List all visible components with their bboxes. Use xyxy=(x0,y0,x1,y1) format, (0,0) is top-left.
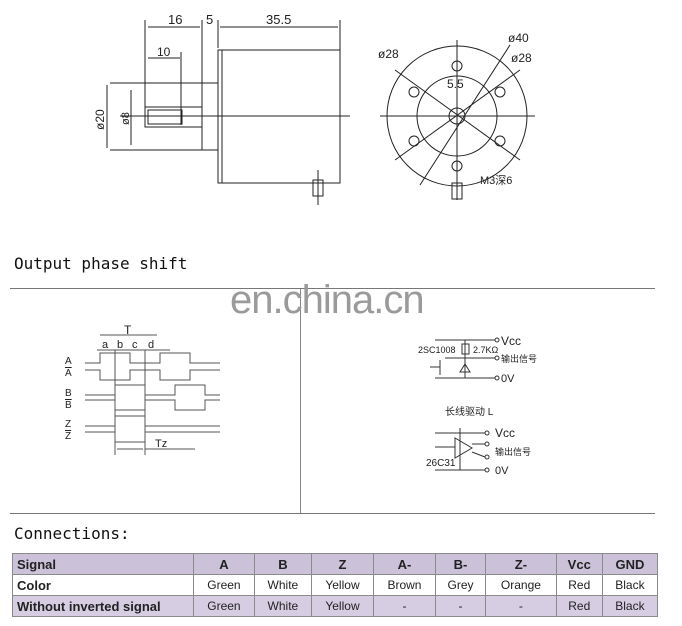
phase-waveform-diagram: T a b c d A A B B Z Z Tz xyxy=(65,323,220,455)
table-cell: Green xyxy=(193,595,255,617)
signal-z-label: Z xyxy=(65,419,71,430)
output-circuit-diagram: Vcc 2SC1008 2.7KΩ 输出信号 0V 长线驱动 L Vcc 输出信… xyxy=(418,334,537,477)
dim-d40-label: ø40 xyxy=(508,31,529,45)
table-cell: - xyxy=(434,595,487,617)
phase-a-label: a xyxy=(102,339,109,351)
signal-a-bar-label: A xyxy=(65,368,72,379)
dim-5-label: 5 xyxy=(206,12,213,27)
resistor-label: 2.7KΩ xyxy=(473,345,499,355)
output-signal-label-1: 输出信号 xyxy=(501,353,537,364)
front-view: ø28 ø40 ø28 5.5 M3深6 xyxy=(378,31,535,200)
table-cell: White xyxy=(253,595,312,617)
signal-b-label: B xyxy=(65,388,72,399)
output-signal-label-2: 输出信号 xyxy=(495,446,531,457)
dim-16-label: 16 xyxy=(168,12,182,27)
row-label: Without inverted signal xyxy=(12,595,194,617)
table-cell: Orange xyxy=(485,574,557,596)
header-cell: GND xyxy=(601,553,659,575)
line-driver-label: 长线驱动 L xyxy=(445,405,494,418)
transistor-label: 2SC1008 xyxy=(418,345,456,355)
header-cell: A xyxy=(193,553,255,575)
dim-d28-left-label: ø28 xyxy=(378,47,399,61)
phase-b-label: b xyxy=(117,339,123,351)
watermark: en.china.cn xyxy=(230,278,425,322)
output-phase-shift-heading: Output phase shift xyxy=(14,254,188,273)
ov-label-2: 0V xyxy=(495,465,509,477)
tz-label: Tz xyxy=(155,438,167,450)
header-cell: Z xyxy=(310,553,375,575)
table-cell: - xyxy=(485,595,557,617)
header-cell: B- xyxy=(434,553,487,575)
vcc-label-2: Vcc xyxy=(495,426,515,440)
dim-5-5-label: 5.5 xyxy=(447,77,464,91)
row-label: Color xyxy=(12,574,194,596)
table-row: Without inverted signal Green White Yell… xyxy=(12,595,659,617)
phase-d-label: d xyxy=(148,339,154,351)
table-cell: Brown xyxy=(373,574,436,596)
table-cell: Red xyxy=(555,574,603,596)
signal-b-bar-label: B xyxy=(65,400,72,411)
table-header-row: Signal A B Z A- B- Z- Vcc GND xyxy=(12,553,659,575)
table-cell: White xyxy=(253,574,312,596)
table-cell: Red xyxy=(555,595,603,617)
table-cell: Grey xyxy=(434,574,487,596)
dim-35-5-label: 35.5 xyxy=(266,12,291,27)
panel-divider xyxy=(300,289,301,513)
dim-m3-label: M3深6 xyxy=(480,174,512,187)
dim-d28-right-label: ø28 xyxy=(511,51,532,65)
period-t-label: T xyxy=(124,323,132,337)
dim-d8-label: ø8 xyxy=(120,112,132,125)
phase-c-label: c xyxy=(132,339,138,351)
dim-10-label: 10 xyxy=(157,45,171,59)
table-cell: - xyxy=(373,595,436,617)
connections-heading: Connections: xyxy=(14,524,130,543)
header-cell: B xyxy=(253,553,312,575)
table-cell: Black xyxy=(601,574,659,596)
driver-ic-label: 26C31 xyxy=(426,458,456,469)
header-cell: Signal xyxy=(12,553,194,575)
ov-label-1: 0V xyxy=(501,373,515,385)
signal-a-label: A xyxy=(65,356,72,367)
header-cell: Z- xyxy=(485,553,557,575)
side-view: 16 5 35.5 10 ø20 ø8 xyxy=(93,12,350,205)
table-cell: Black xyxy=(601,595,659,617)
header-cell: A- xyxy=(373,553,436,575)
connections-table: Signal A B Z A- B- Z- Vcc GND Color Gree… xyxy=(12,553,659,617)
encoder-dimension-drawing: 16 5 35.5 10 ø20 ø8 ø28 ø40 ø28 5.5 M3深6 xyxy=(93,12,535,205)
signal-z-bar-label: Z xyxy=(65,431,71,442)
table-row: Color Green White Yellow Brown Grey Oran… xyxy=(12,574,659,596)
dim-d20-label: ø20 xyxy=(93,109,107,130)
vcc-label-1: Vcc xyxy=(501,334,521,348)
table-cell: Yellow xyxy=(310,574,375,596)
header-cell: Vcc xyxy=(555,553,603,575)
table-cell: Green xyxy=(193,574,255,596)
table-cell: Yellow xyxy=(310,595,375,617)
phase-circuit-panel xyxy=(10,288,655,514)
